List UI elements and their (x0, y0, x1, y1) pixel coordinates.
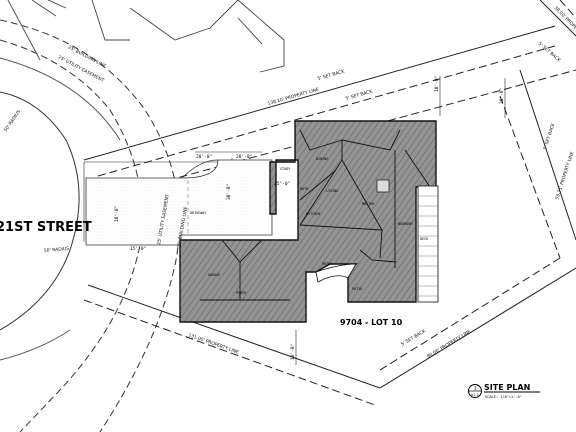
house-footprint (179, 120, 437, 323)
dim-south-offset: 10'-0" (290, 344, 296, 360)
detail-number: 1 (474, 386, 477, 392)
setback-label-north-east: 5' SET BACK (537, 41, 563, 64)
north-property-line-label: 138.10' PROPERTY LINE (267, 87, 320, 107)
room-label-dining: DINING (316, 157, 328, 161)
neighbor-outlines (31, 0, 285, 73)
dim-drive-width: 20'-0" (236, 154, 252, 160)
room-label-bath: BATH (300, 187, 308, 191)
chimney (376, 179, 390, 193)
setback-label-east: 5' SET BACK (542, 122, 557, 151)
dim-north-offset2: 20'-0" (499, 88, 505, 104)
room-label-driveway: DRIVEWAY (190, 211, 206, 215)
north-east-property-line-label: 38.00' PROPERTY LINE (553, 5, 576, 45)
room-label-kitchen: KITCHEN (306, 212, 320, 216)
room-label-entry: ENTRY (322, 262, 332, 266)
setback-label-north-mid: 5' SET BACK (345, 88, 374, 102)
dim-drive-depth: 30'-0" (226, 184, 232, 200)
title-block: 1 A1.1 SITE PLAN SCALE: 1/8"=1'-0" (468, 383, 540, 399)
radius-label-lower: 50' RADIUS (44, 246, 70, 254)
setback-label-north-top: 5' SET BACK (317, 68, 346, 82)
street-name: 21ST STREET (0, 220, 92, 235)
radius-label-upper: 50' RADIUS (3, 109, 23, 133)
east-property-line-label: 53.71' PROPERTY LINE (554, 151, 575, 201)
driveway (85, 159, 273, 246)
room-label-living: LIVING (326, 189, 338, 193)
setback-label-south: 5' SET BACK (400, 328, 428, 348)
room-label-deck: DECK (420, 237, 429, 241)
room-label-bedroom: BEDROOM (398, 222, 412, 226)
dim-drive-depth2: 10'-0" (114, 206, 120, 222)
dim-drive-right: 25'-0" (274, 181, 290, 187)
dim-north-offset: 10'-0" (434, 76, 440, 92)
dim-drive-left: 20'-0" (196, 154, 212, 160)
lot-label: 9704 - LOT 10 (340, 318, 403, 327)
deck (417, 185, 439, 303)
room-label-patio: PATIO (352, 287, 362, 291)
south-east-property-line-label: 80.00' PROPERTY LINE (426, 329, 472, 360)
dim-drive-mid: 15'-0" (130, 246, 146, 252)
room-label-porch: PORCH (236, 291, 246, 295)
title-site-plan: SITE PLAN (484, 383, 530, 392)
room-label-study: STUDY (280, 167, 290, 171)
sheet-number: A1.1 (471, 393, 479, 397)
room-label-garage: GARAGE (208, 273, 220, 277)
room-label-master: MASTER (362, 202, 375, 206)
title-scale: SCALE: 1/8"=1'-0" (485, 395, 522, 399)
